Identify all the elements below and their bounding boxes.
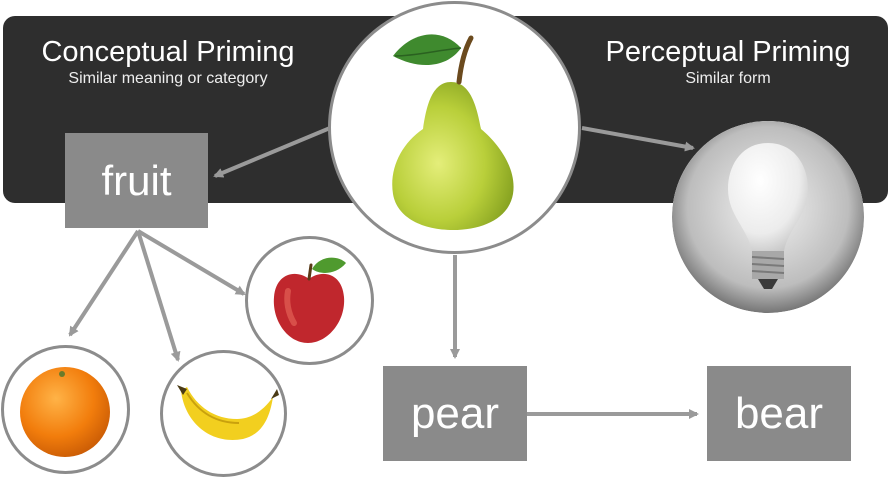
perceptual-priming-title: Perceptual Priming [605, 36, 851, 68]
word-fruit: fruit [101, 156, 172, 204]
orange-image-circle [1, 345, 130, 474]
conceptual-priming-title: Conceptual Priming [41, 36, 295, 68]
apple-image [273, 257, 346, 343]
light-bulb-image [672, 121, 864, 313]
pear-image [392, 34, 514, 230]
perceptual-priming-subtitle: Similar form [685, 70, 771, 87]
apple-image-circle [245, 236, 374, 365]
perceptual-priming-heading: Perceptual Priming Similar form [578, 35, 878, 89]
light-bulb-image-circle [672, 121, 864, 313]
banana-image [177, 385, 279, 440]
arrow-fruit-to-orange [68, 229, 140, 337]
arrow-fruit-to-banana [136, 230, 181, 362]
word-box-pear: pear [383, 366, 527, 461]
banana-image-circle [160, 350, 287, 477]
arrow-fruit-to-apple [136, 229, 246, 296]
arrow-pear-to-fruit [213, 126, 331, 178]
word-pear: pear [410, 388, 500, 438]
arrow-pear-to-bulb [581, 126, 695, 152]
word-bear: bear [734, 388, 824, 438]
orange-image [20, 367, 110, 457]
conceptual-priming-heading: Conceptual Priming Similar meaning or ca… [18, 35, 318, 89]
word-box-fruit: fruit [65, 133, 208, 228]
conceptual-priming-subtitle: Similar meaning or category [68, 70, 268, 87]
pear-image-circle [328, 1, 581, 254]
word-box-bear: bear [707, 366, 851, 461]
